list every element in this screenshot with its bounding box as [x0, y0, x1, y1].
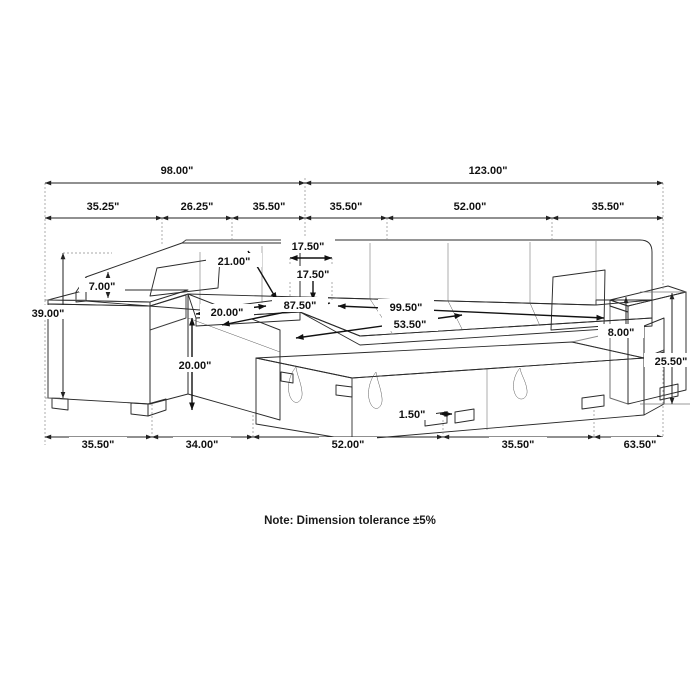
dimension-row-overall: 98.00" 123.00"	[44, 162, 664, 186]
dim-bottom-35-50-b: 35.50"	[502, 439, 535, 451]
dimension-right-vertical: 8.00" 25.50"	[598, 292, 698, 405]
dim-bottom-63-50: 63.50"	[624, 439, 657, 451]
dim-seat-height-20-00: 20.00"	[179, 360, 212, 372]
dim-depth-53-50: 53.50"	[394, 319, 427, 331]
dim-seg-26-25: 26.25"	[181, 201, 214, 213]
dim-length-87-50: 87.50"	[284, 300, 317, 312]
dimension-row-top-segments: 35.25" 26.25" 35.50" 35.50" 52.00" 35.50…	[44, 198, 664, 221]
throw-pillow-right	[550, 269, 606, 331]
dimension-row-bottom-segments: 35.50" 34.00" 52.00" 35.50" 63.50"	[44, 434, 669, 451]
dim-seg-35-25: 35.25"	[87, 201, 120, 213]
dim-arm-total-25-50: 25.50"	[655, 356, 688, 368]
dim-overall-98: 98.00"	[161, 165, 194, 177]
dim-arm-height-8-00: 8.00"	[608, 327, 635, 339]
extension-lines	[44, 178, 690, 445]
dim-seg-35-50-a: 35.50"	[253, 201, 286, 213]
dim-overall-123: 123.00"	[469, 165, 508, 177]
dim-bottom-35-50-a: 35.50"	[82, 439, 115, 451]
dim-arm-step-7-00: 7.00"	[89, 281, 116, 293]
pullout-sleeper-platform	[255, 341, 665, 441]
dim-length-99-50: 99.50"	[390, 302, 423, 314]
backrest-left-run	[85, 239, 303, 311]
dim-height-39-00: 39.00"	[32, 308, 65, 320]
tolerance-note: Note: Dimension tolerance ±5%	[264, 515, 436, 527]
dim-seg-52-00: 52.00"	[454, 201, 487, 213]
sofa-illustration	[47, 239, 687, 441]
dim-seat-depth-20-00: 20.00"	[211, 307, 244, 319]
dimension-left-vertical: 39.00" 7.00"	[22, 252, 125, 399]
backrest-right-run	[299, 239, 653, 306]
right-arm	[609, 285, 687, 405]
dimension-interior: 21.00" 17.50" 17.50" 20.00" 20.00" 87.50…	[168, 238, 605, 421]
dim-bottom-52-00: 52.00"	[332, 439, 365, 451]
dim-bottom-34-00: 34.00"	[186, 439, 219, 451]
dim-backrest-21-00: 21.00"	[218, 256, 251, 268]
dim-cushion-depth-17-50: 17.50"	[297, 269, 330, 281]
left-arm	[47, 289, 189, 417]
dim-seg-35-50-b: 35.50"	[330, 201, 363, 213]
pull-handle-loops	[288, 366, 528, 409]
dim-seg-35-50-c: 35.50"	[592, 201, 625, 213]
platform-feet	[280, 371, 605, 427]
dim-clearance-1-50: 1.50"	[399, 409, 426, 421]
dim-cushion-width-17-50: 17.50"	[292, 241, 325, 253]
